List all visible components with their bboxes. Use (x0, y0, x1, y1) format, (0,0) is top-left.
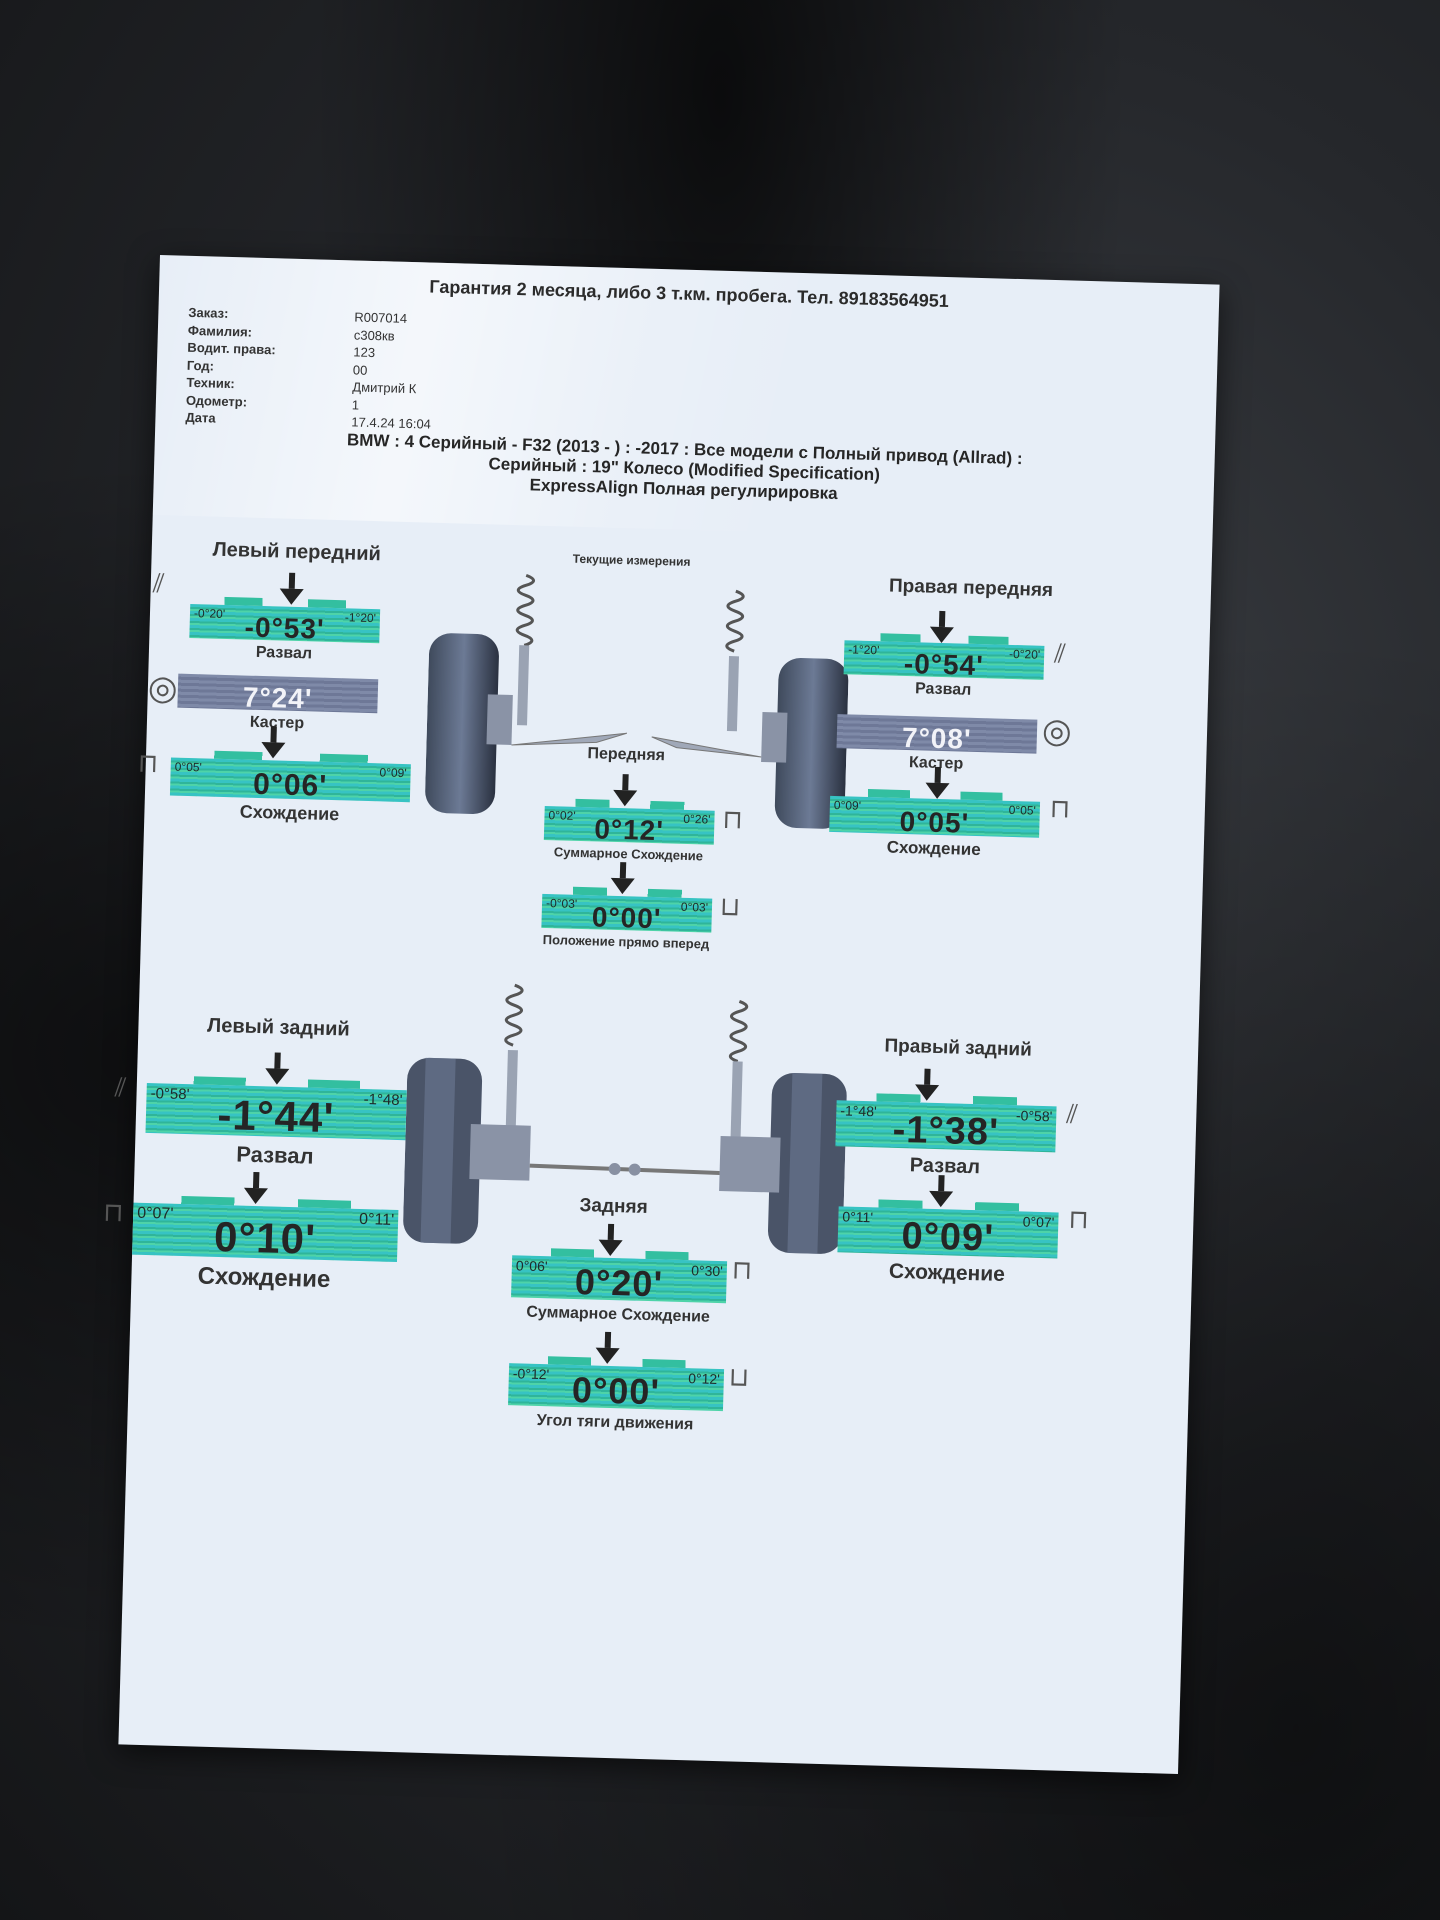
rear-suspension-illustration (403, 983, 847, 1254)
front-right-caster-gauge: 7°08' Кастер (836, 714, 1038, 773)
rear-left-title: Левый задний (206, 1014, 351, 1041)
caster-wheel-icon: ◎ (147, 668, 179, 708)
front-total-toe-gauge: 0°02' 0°26' 0°12' Суммарное Схождение (543, 805, 715, 863)
camber-diagram-icon: ⫽ (1065, 1098, 1079, 1129)
front-right-title: Правая передняя (888, 575, 1054, 602)
toe-diagram-icon: ⊓ (102, 1196, 124, 1228)
rear-total-toe-gauge: 0°06' 0°30' 0°20' Суммарное Схождение (511, 1255, 728, 1326)
toe-diagram-icon: ⊓ (722, 803, 744, 835)
camber-diagram-icon: ⫽ (1053, 638, 1067, 669)
rear-right-camber-gauge: -1°48' -0°58' -1°38' Развал (835, 1100, 1057, 1178)
front-right-toe-gauge: 0°09' 0°05' 0°05' Схождение (829, 795, 1041, 859)
caster-wheel-icon: ◎ (1041, 711, 1073, 751)
front-right-camber-gauge: -1°20' -0°20' -0°54' Развал (843, 640, 1045, 699)
toe-diagram-icon: ⊓ (731, 1254, 753, 1285)
camber-diagram-icon: ⫽ (114, 1072, 127, 1103)
thrust-diagram-icon: ⊔ (728, 1361, 750, 1392)
front-straight-ahead-gauge: -0°03' 0°03' 0°00' Положение прямо впере… (541, 893, 713, 952)
steering-diagram-icon: ⊔ (719, 890, 741, 922)
front-left-caster-gauge: 7°24' Кастер (177, 673, 379, 732)
front-left-camber-gauge: -0°20' -1°20' -0°53' Развал (189, 603, 381, 662)
toe-diagram-icon: ⊓ (1068, 1203, 1090, 1235)
rear-right-title: Правый задний (884, 1035, 1033, 1061)
alignment-report-sheet: Гарантия 2 месяца, либо 3 т.км. пробега.… (103, 255, 1220, 1775)
front-left-toe-gauge: 0°05' 0°09' 0°06' Схождение (169, 757, 411, 824)
rear-right-toe-gauge: 0°11' 0°07' 0°09' Схождение (837, 1206, 1059, 1286)
toe-diagram-icon: ⊓ (1049, 793, 1071, 824)
front-suspension-illustration (425, 573, 849, 829)
camber-diagram-icon: ⫽ (152, 567, 165, 599)
rear-left-camber-gauge: -0°58' -1°48' -1°44' Развал (145, 1082, 407, 1169)
front-left-title: Левый передний (212, 538, 382, 566)
order-info: Заказ:R007014 Фамилия:с308кв Водит. прав… (185, 304, 588, 438)
toe-diagram-icon: ⊓ (137, 747, 159, 779)
rear-left-toe-gauge: 0°07' 0°11' 0°10' Схождение (132, 1202, 399, 1293)
vehicle-spec: BMW : 4 Серийный - F32 (2013 - ) : -2017… (154, 425, 1215, 515)
rear-thrust-angle-gauge: -0°12' 0°12' 0°00' Угол тяги движения (508, 1363, 725, 1433)
